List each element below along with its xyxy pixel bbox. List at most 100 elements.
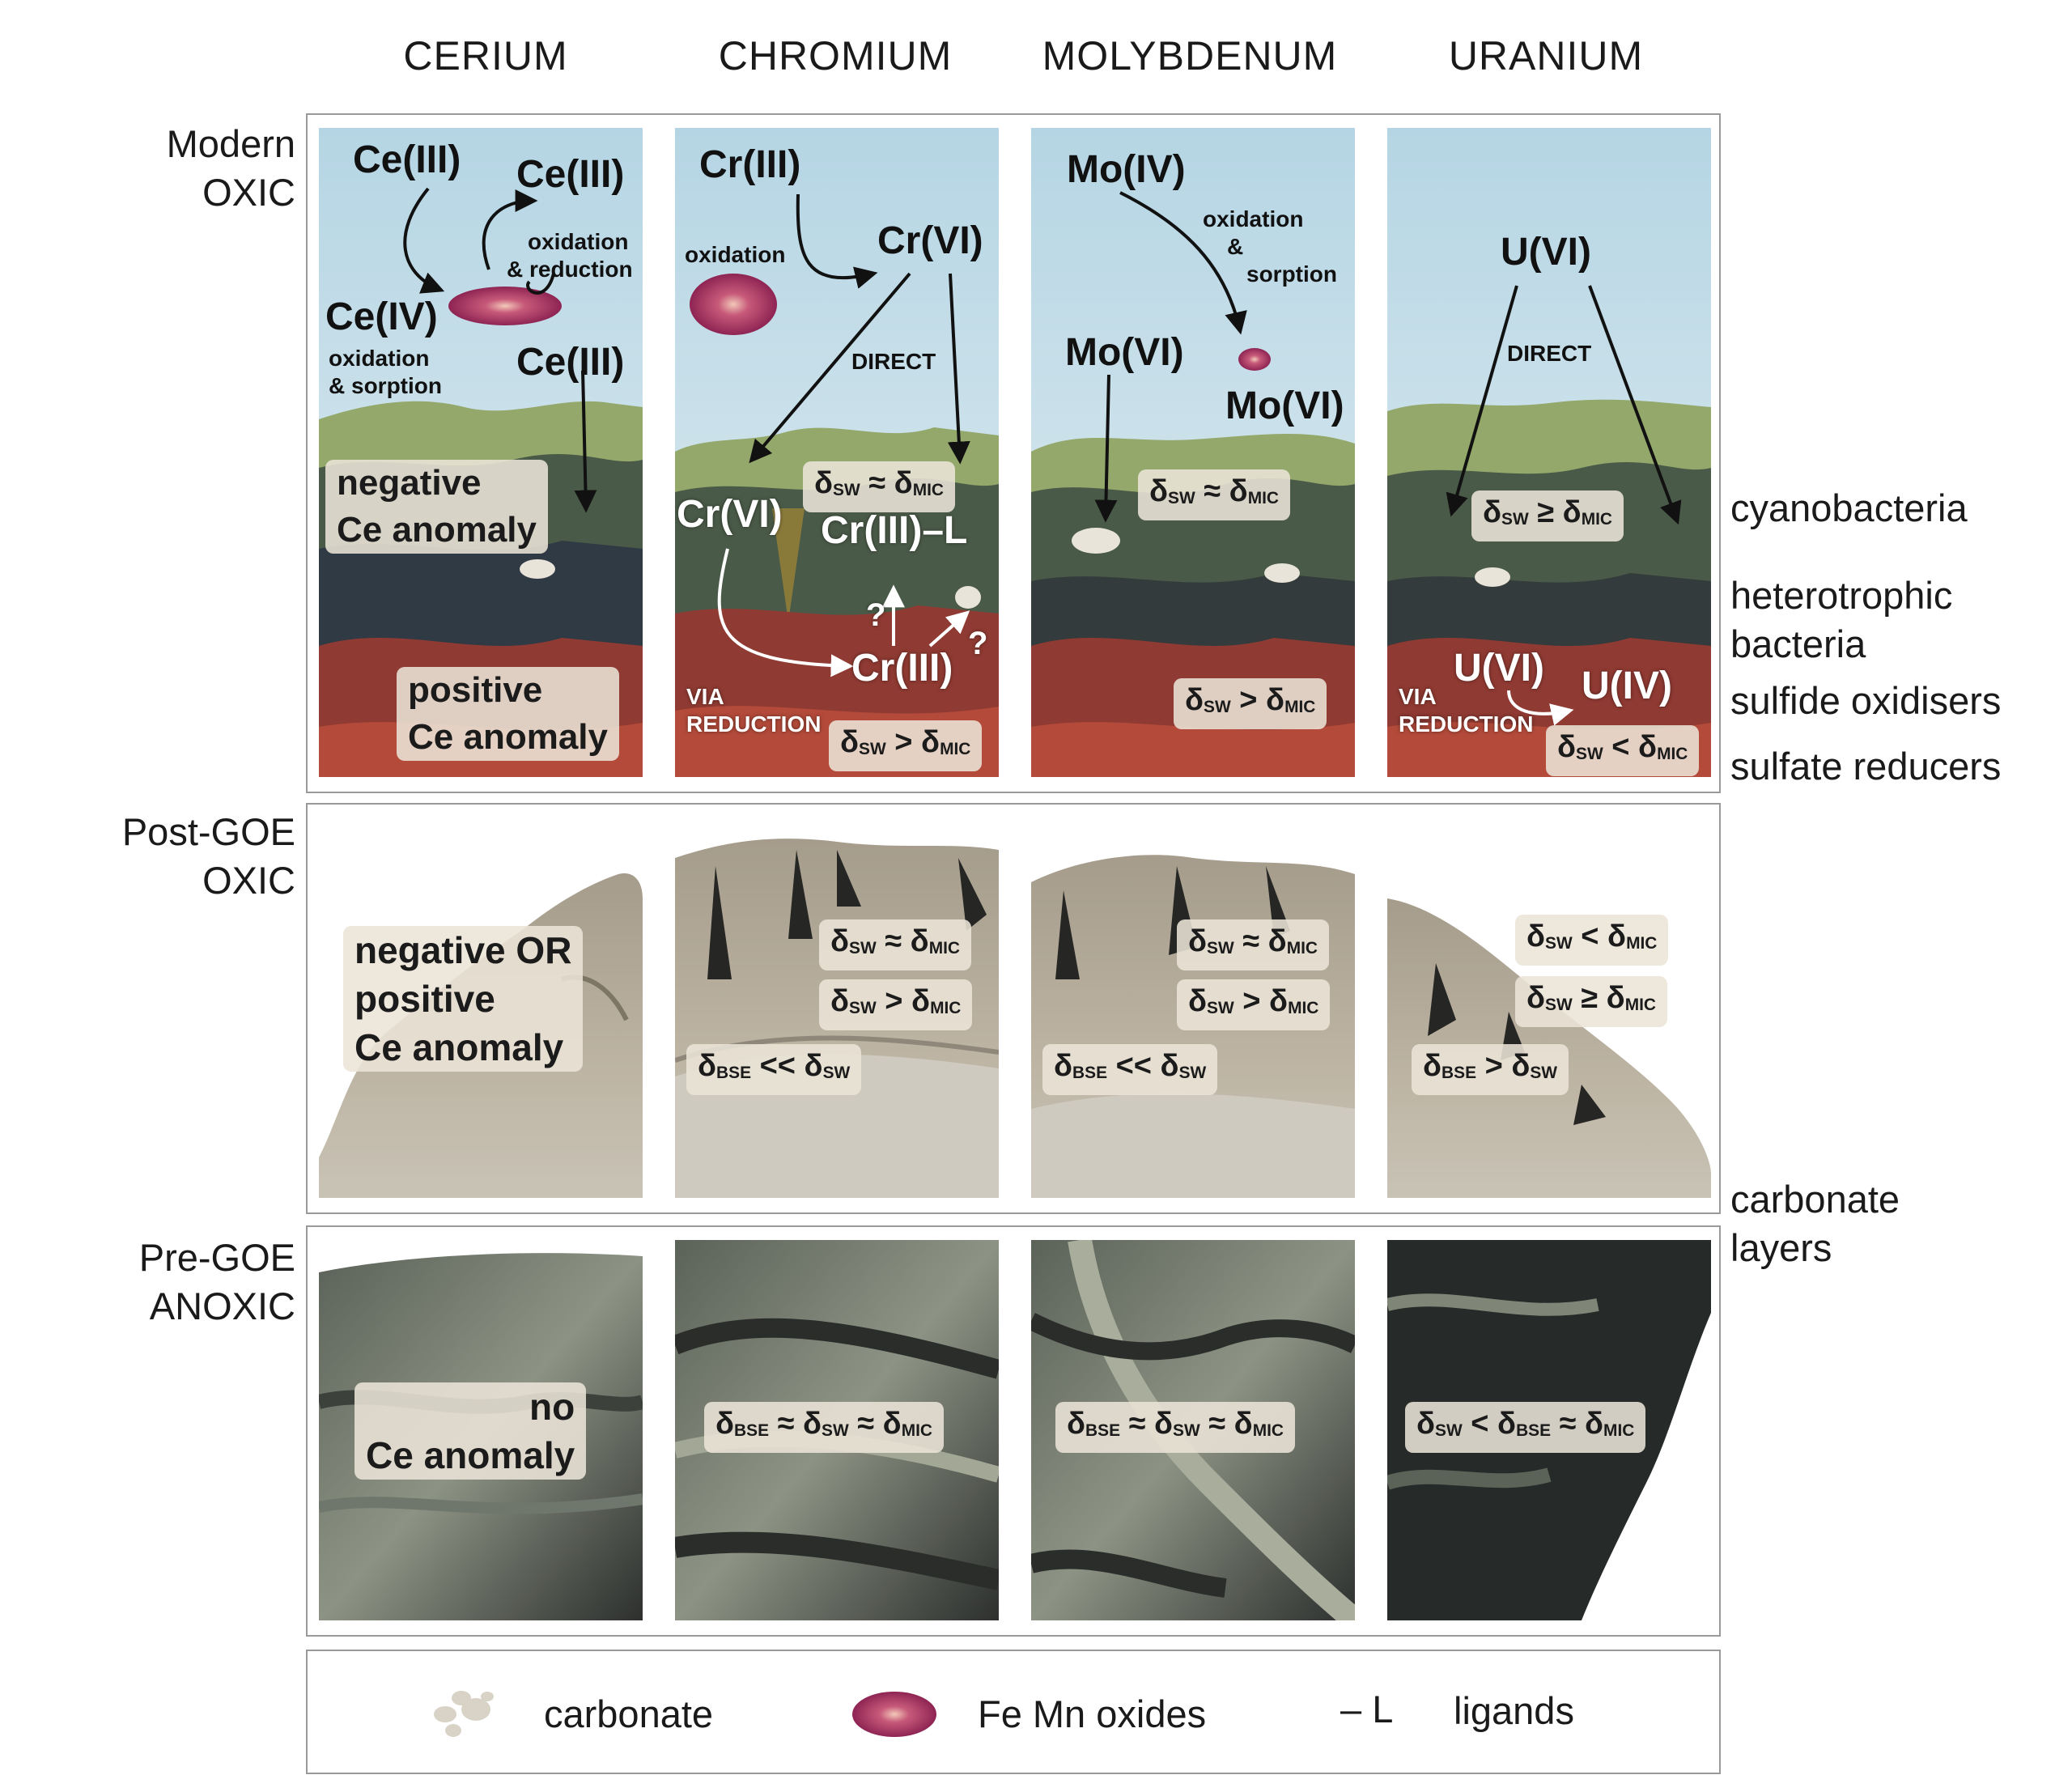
via-reduction-label: VIA REDUCTION [686,683,821,738]
post-goe-molybdenum-panel: δSW ≈ δMIC δSW > δMIC δBSE << δSW [1031,817,1355,1198]
fe-mn-oxide-icon [448,287,562,325]
ce3-top-label: Ce(III) [353,138,461,181]
post-goe-chromium-panel: δSW ≈ δMIC δSW > δMIC δBSE << δSW [675,817,999,1198]
post-cr-gt-tag: δSW > δMIC [819,979,973,1031]
pre-ce-line2: Ce anomaly [366,1434,575,1476]
negative-ce-anomaly-tag: negative Ce anomaly [325,460,548,554]
question-mark-1: ? [866,597,886,633]
cr6-label: Cr(VI) [877,219,983,262]
post-cr-bse-tag: δBSE << δSW [686,1044,862,1096]
post-mo-approx-tag: δSW ≈ δMIC [1177,919,1330,971]
via-line1: VIA [686,684,724,709]
post-mo-bse-tag: δBSE << δSW [1042,1044,1218,1096]
side-label-carbonate-line1: carbonate [1730,1178,1900,1221]
ce3-right-label: Ce(III) [516,153,625,196]
post-u-bse-tag: δBSE > δSW [1412,1044,1569,1096]
post-u-lt-tag: δSW < δMIC [1515,915,1669,966]
row-label-modern-line2: OXIC [202,171,295,214]
oxidation-reduction-label: oxidation & reduction [507,228,633,283]
mo-oxidation-sorption-label: oxidation & sorption [1203,206,1337,288]
row-label-post-goe-line1: Post-GOE [121,810,295,853]
modern-uranium-panel: U(VI) DIRECT δSW ≥ δMIC U(VI) U(IV) VIA … [1387,128,1711,777]
side-label-heterotrophic-line1: heterotrophic [1730,574,1953,617]
oxidation-label: oxidation [685,242,786,267]
post-ce-line2: positive [355,978,495,1020]
post-mo-gt-tag: δSW > δMIC [1177,979,1331,1031]
u6-label: U(VI) [1501,231,1591,274]
pre-mo-tag: δBSE ≈ δSW ≈ δMIC [1055,1402,1295,1454]
direct-label: DIRECT [851,349,936,374]
post-cr-approx-tag: δSW ≈ δMIC [819,919,972,971]
side-label-heterotrophic: heterotrophic bacteria [1730,571,1952,669]
cr-gt-tag: δSW > δMIC [829,720,983,772]
pre-ce-anomaly-tag: no Ce anomaly [355,1382,587,1480]
row-label-pre-goe-line1: Pre-GOE [138,1236,295,1279]
side-label-heterotrophic-line2: bacteria [1730,622,1866,665]
u-via-reduction-label: VIA REDUCTION [1399,683,1533,738]
column-header-cerium: CERIUM [403,33,568,79]
ox-sorp-line2: & sorption [329,373,442,398]
column-header-molybdenum: MOLYBDENUM [1042,33,1338,79]
cr3-ligand-label: Cr(III)–L [821,509,968,552]
cr-approx-tag: δSW ≈ δMIC [803,461,956,513]
ox-red-line2: & reduction [507,257,633,282]
row-label-post-goe-line2: OXIC [202,859,295,902]
ox-sorp-line1: oxidation [329,346,430,371]
side-label-sulfate-reducers: sulfate reducers [1730,745,2002,788]
u6-low-label: U(VI) [1454,647,1544,690]
column-header-uranium: URANIUM [1448,33,1644,79]
pre-goe-molybdenum-panel: δBSE ≈ δSW ≈ δMIC [1031,1240,1355,1620]
row-label-modern-line1: Modern [166,122,295,165]
pre-goe-chromium-panel: δBSE ≈ δSW ≈ δMIC [675,1240,999,1620]
column-header-chromium: CHROMIUM [718,33,953,79]
mo-gt-tag: δSW > δMIC [1174,678,1327,730]
legend-oxides-label: Fe Mn oxides [978,1692,1207,1735]
cr3-top-label: Cr(III) [699,143,801,186]
mo-ox-line1: oxidation [1203,206,1304,231]
neg-line2: Ce anomaly [337,510,537,550]
mo4-label: Mo(IV) [1067,148,1186,191]
u4-label: U(IV) [1582,665,1672,707]
pre-cr-tag: δBSE ≈ δSW ≈ δMIC [704,1402,944,1454]
row-label-modern: Modern OXIC [20,120,295,217]
side-label-sulfide-oxidisers: sulfide oxidisers [1730,679,2002,722]
mo-ox-line3: sorption [1246,261,1337,287]
pre-u-tag: δSW < δBSE ≈ δMIC [1405,1402,1646,1454]
mo-ox-line2: & [1227,234,1244,259]
pre-goe-cerium-panel: no Ce anomaly [319,1240,643,1620]
post-goe-cerium-panel: negative OR positive Ce anomaly [319,817,643,1198]
post-ce-line1: negative OR [355,929,572,971]
side-label-carbonate-layers: carbonate layers [1730,1175,1900,1272]
row-label-pre-goe-line2: ANOXIC [149,1285,295,1327]
modern-molybdenum-panel: Mo(IV) oxidation & sorption Mo(VI) Mo(VI… [1031,128,1355,777]
post-goe-uranium-panel: δSW < δMIC δSW ≥ δMIC δBSE > δSW [1387,817,1711,1198]
post-ce-line3: Ce anomaly [355,1026,564,1068]
fe-mn-oxide-icon [1238,348,1271,371]
ce3-mid-label: Ce(III) [516,341,625,384]
positive-ce-anomaly-tag: positive Ce anomaly [397,667,619,761]
oxidation-sorption-label: oxidation & sorption [329,345,442,400]
question-mark-2: ? [968,626,988,661]
u-via-line1: VIA [1399,684,1437,709]
legend-ligand-symbol: – L [1340,1688,1394,1730]
post-goe-ce-anomaly-tag: negative OR positive Ce anomaly [343,926,584,1072]
pre-goe-uranium-panel: δSW < δBSE ≈ δMIC [1387,1240,1711,1620]
post-u-ge-tag: δSW ≥ δMIC [1515,976,1668,1028]
neg-line1: negative [337,463,482,503]
side-label-cyanobacteria: cyanobacteria [1730,486,1968,529]
side-label-carbonate-line2: layers [1730,1226,1832,1269]
cr6-low-label: Cr(VI) [677,493,783,536]
cr3-low-label: Cr(III) [851,647,953,690]
ox-red-line1: oxidation [528,229,629,254]
u-via-line2: REDUCTION [1399,711,1534,737]
pos-line1: positive [408,670,543,710]
row-label-pre-goe: Pre-GOE ANOXIC [20,1234,295,1331]
pre-ce-line1: no [529,1386,575,1428]
legend-ligands-label: ligands [1454,1689,1574,1732]
modern-cerium-panel: Ce(III) Ce(III) oxidation & reduction Ce… [319,128,643,777]
legend-carbonate-label: carbonate [544,1692,714,1735]
u-ge-tag: δSW ≥ δMIC [1471,490,1624,542]
pos-line2: Ce anomaly [408,717,608,757]
mo6-right-label: Mo(VI) [1225,384,1344,427]
modern-chromium-panel: Cr(III) oxidation Cr(VI) DIRECT δSW ≈ δM… [675,128,999,777]
